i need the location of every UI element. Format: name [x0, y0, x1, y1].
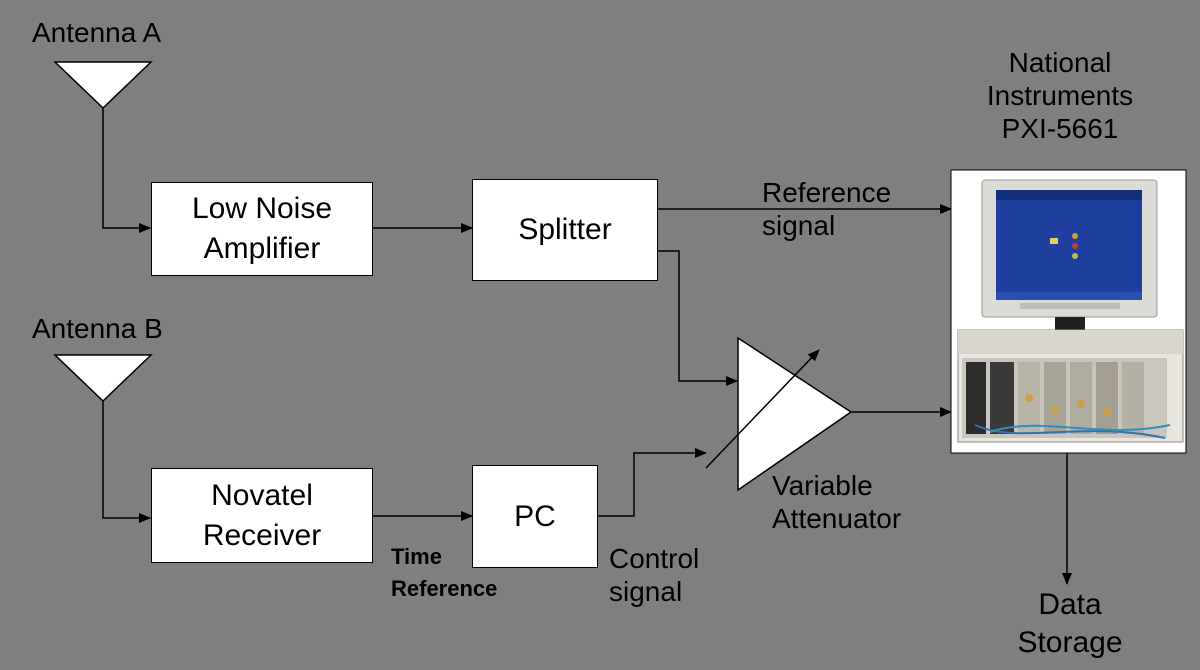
control-signal-line	[597, 448, 707, 517]
control-signal-label: Control signal	[609, 542, 699, 608]
data-storage-label: Data Storage	[1000, 586, 1140, 662]
instrument-title-line1: National	[1008, 47, 1112, 78]
attenuator-label-line2: Attenuator	[772, 503, 902, 534]
control-signal-line2: signal	[609, 576, 683, 607]
lna-label-line1: Low Noise	[191, 192, 333, 225]
antenna-a-icon	[53, 61, 153, 110]
splitter-block: Splitter	[472, 179, 658, 281]
time-reference-label: Time Reference	[391, 541, 497, 605]
splitter-label: Splitter	[518, 213, 612, 246]
low-noise-amplifier-block: Low Noise Amplifier	[151, 182, 373, 276]
pxi-instrument-image	[950, 169, 1187, 454]
splitter-to-attenuator-line	[657, 250, 738, 386]
instrument-title-line3: PXI-5661	[1001, 113, 1119, 144]
control-signal-line1: Control	[609, 543, 700, 574]
lna-label-line2: Amplifier	[203, 232, 321, 265]
antenna-b-to-novatel-line	[102, 401, 151, 523]
time-reference-line2: Reference	[391, 576, 498, 601]
attenuator-label-line1: Variable	[772, 470, 873, 501]
pc-block: PC	[472, 465, 598, 568]
data-storage-line1: Data	[1038, 588, 1102, 621]
variable-attenuator-label: Variable Attenuator	[772, 469, 901, 535]
variable-attenuator-icon	[737, 336, 853, 492]
instrument-title-line2: Instruments	[986, 80, 1134, 111]
novatel-receiver-block: Novatel Receiver	[151, 468, 373, 563]
time-reference-line1: Time	[391, 544, 442, 569]
data-storage-line2: Storage	[1017, 626, 1123, 659]
reference-signal-line2: signal	[762, 210, 836, 241]
instrument-title: National Instruments PXI-5661	[960, 46, 1160, 145]
novatel-label-line1: Novatel	[211, 478, 313, 512]
reference-signal-label: Reference signal	[762, 176, 891, 242]
antenna-a-to-lna-line	[102, 108, 151, 233]
reference-signal-line1: Reference	[762, 177, 892, 208]
attenuator-variable-arrow	[705, 349, 820, 469]
novatel-label-line2: Receiver	[202, 518, 322, 552]
pc-label: PC	[514, 499, 556, 533]
antenna-a-label: Antenna A	[32, 17, 162, 48]
antenna-b-label: Antenna B	[32, 313, 163, 344]
antenna-b-icon	[53, 354, 153, 403]
